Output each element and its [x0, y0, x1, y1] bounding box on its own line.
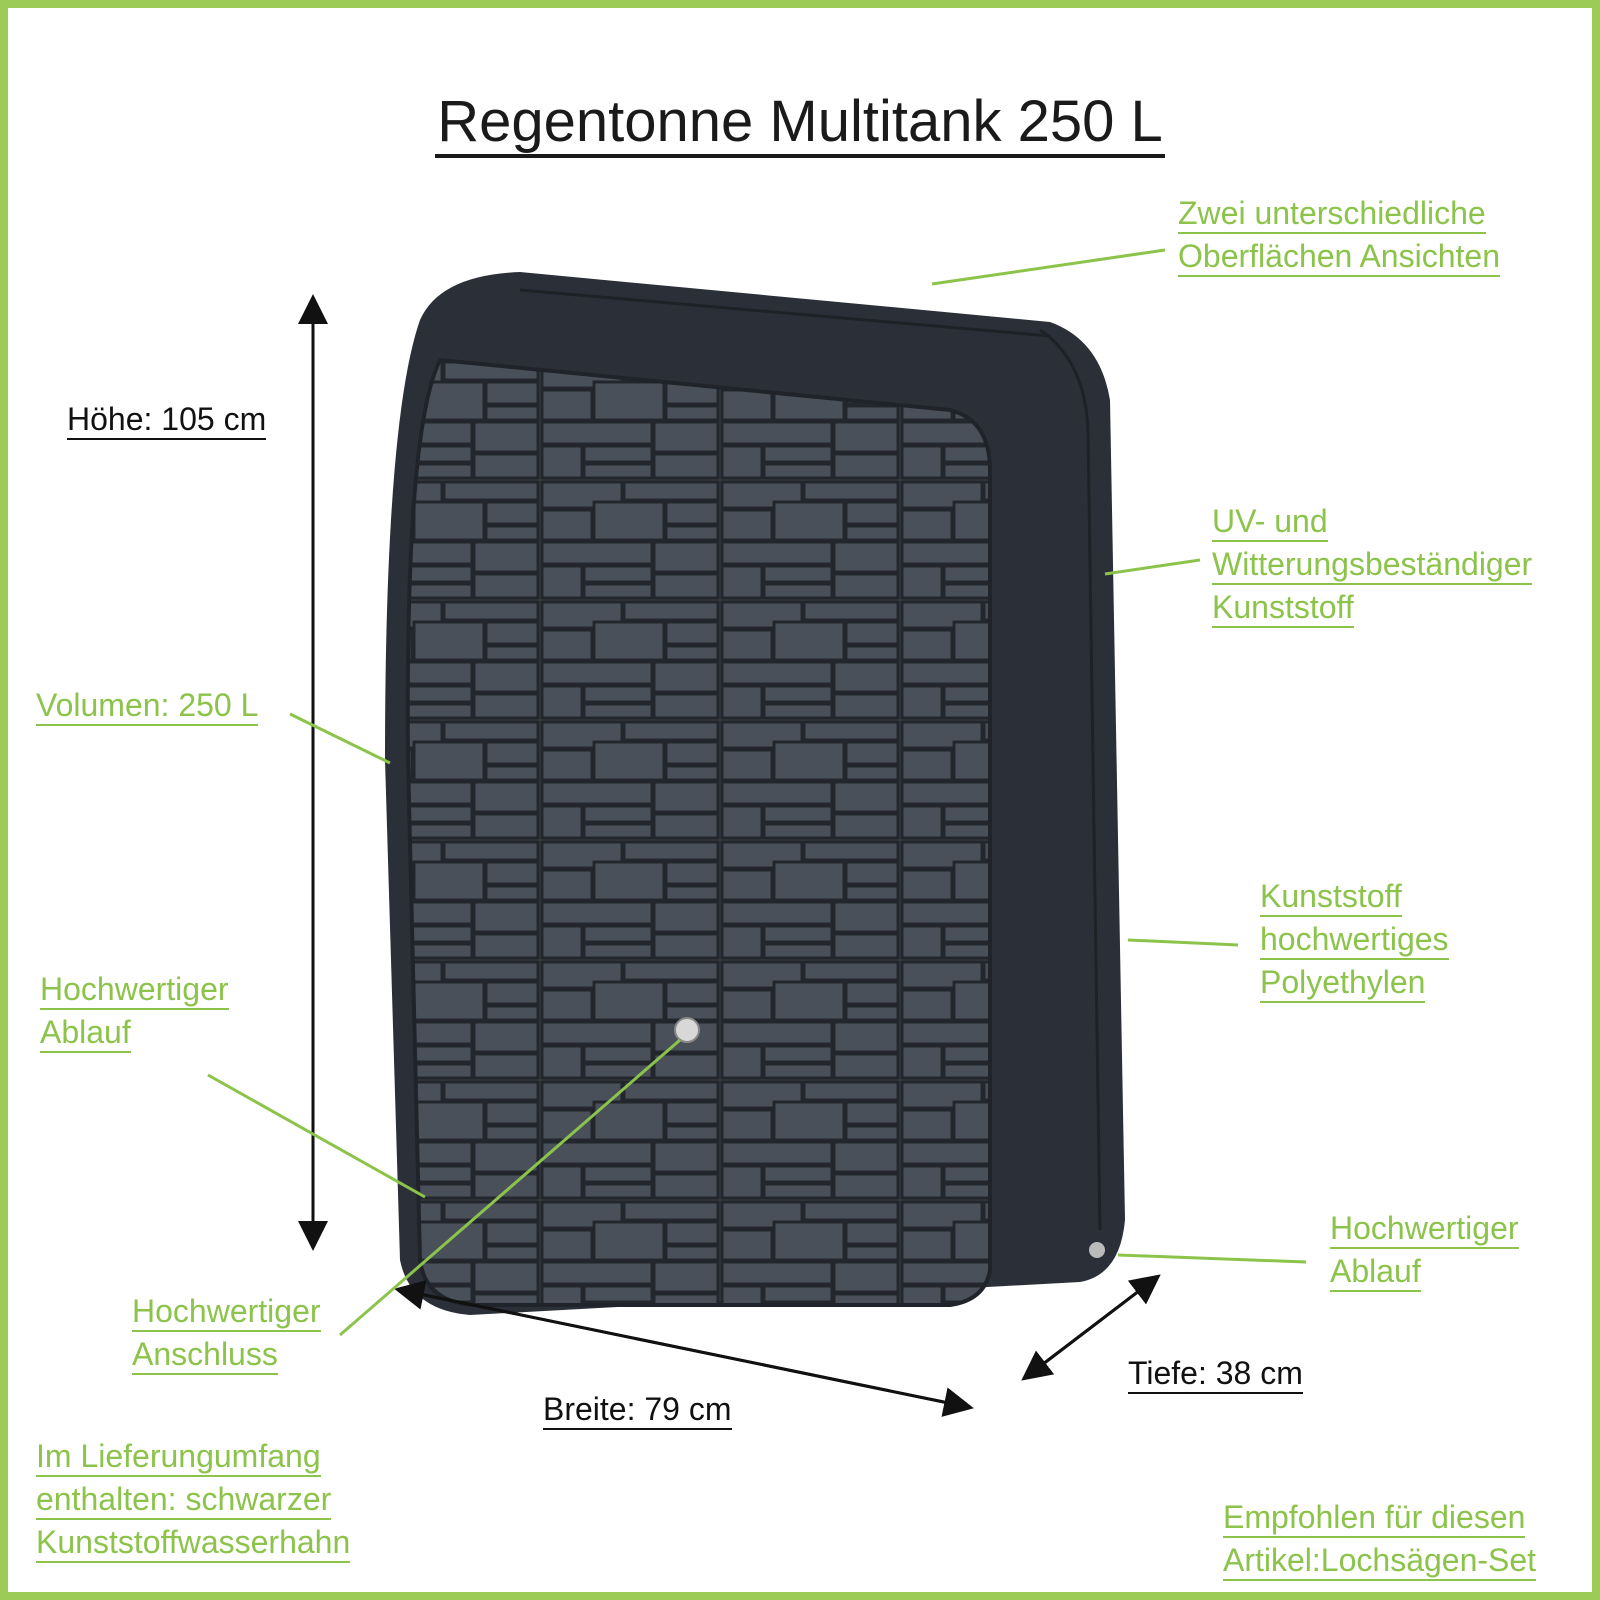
outlet-connector — [674, 1017, 700, 1043]
callout-lines — [207, 248, 1307, 1337]
label-line: Im Lieferungumfang — [36, 1437, 321, 1477]
page-title: Regentonne Multitank 250 L — [0, 88, 1600, 158]
label-drain-left: Hochwertiger Ablauf — [40, 968, 229, 1054]
label-line: Zwei unterschiedliche — [1178, 194, 1486, 234]
label-height: Höhe: 105 cm — [67, 398, 267, 441]
label-connection: Hochwertiger Anschluss — [132, 1290, 321, 1376]
label-line: Oberflächen Ansichten — [1178, 237, 1500, 277]
label-recommended: Empfohlen für diesen Artikel:Lochsägen-S… — [1223, 1496, 1537, 1582]
label-line: Breite: 79 cm — [543, 1390, 732, 1430]
label-line: Hochwertiger — [40, 970, 229, 1010]
label-line: Hochwertiger — [1330, 1209, 1519, 1249]
label-line: Polyethylen — [1260, 963, 1426, 1003]
label-line: Volumen: 250 L — [36, 686, 259, 726]
label-line: hochwertiges — [1260, 920, 1449, 960]
label-line: Witterungsbeständiger — [1212, 545, 1533, 585]
label-line: UV- und — [1212, 502, 1328, 542]
rain-barrel — [385, 272, 1125, 1315]
drain-outlet — [1089, 1242, 1105, 1258]
label-volume: Volumen: 250 L — [36, 684, 259, 727]
label-line: Ablauf — [1330, 1252, 1421, 1292]
dimension-arrows — [298, 294, 1161, 1417]
label-drain-right: Hochwertiger Ablauf — [1330, 1207, 1519, 1293]
label-depth: Tiefe: 38 cm — [1128, 1352, 1303, 1395]
label-plastic: Kunststoff hochwertiges Polyethylen — [1260, 875, 1449, 1004]
label-line: Kunststoffwasserhahn — [36, 1523, 351, 1563]
label-uv: UV- und Witterungsbeständiger Kunststoff — [1212, 500, 1533, 629]
label-included: Im Lieferungumfang enthalten: schwarzer … — [36, 1435, 351, 1564]
label-line: enthalten: schwarzer — [36, 1480, 332, 1520]
label-line: Artikel:Lochsägen-Set — [1223, 1541, 1537, 1581]
label-line: Höhe: 105 cm — [67, 400, 267, 440]
label-line: Anschluss — [132, 1335, 278, 1375]
label-width: Breite: 79 cm — [543, 1388, 732, 1431]
label-line: Tiefe: 38 cm — [1128, 1354, 1303, 1394]
label-line: Kunststoff — [1260, 877, 1402, 917]
label-line: Ablauf — [40, 1013, 131, 1053]
label-line: Hochwertiger — [132, 1292, 321, 1332]
label-line: Kunststoff — [1212, 588, 1354, 628]
title-text: Regentonne Multitank 250 L — [435, 89, 1165, 158]
label-surfaces: Zwei unterschiedliche Oberflächen Ansich… — [1178, 192, 1500, 278]
label-line: Empfohlen für diesen — [1223, 1498, 1526, 1538]
